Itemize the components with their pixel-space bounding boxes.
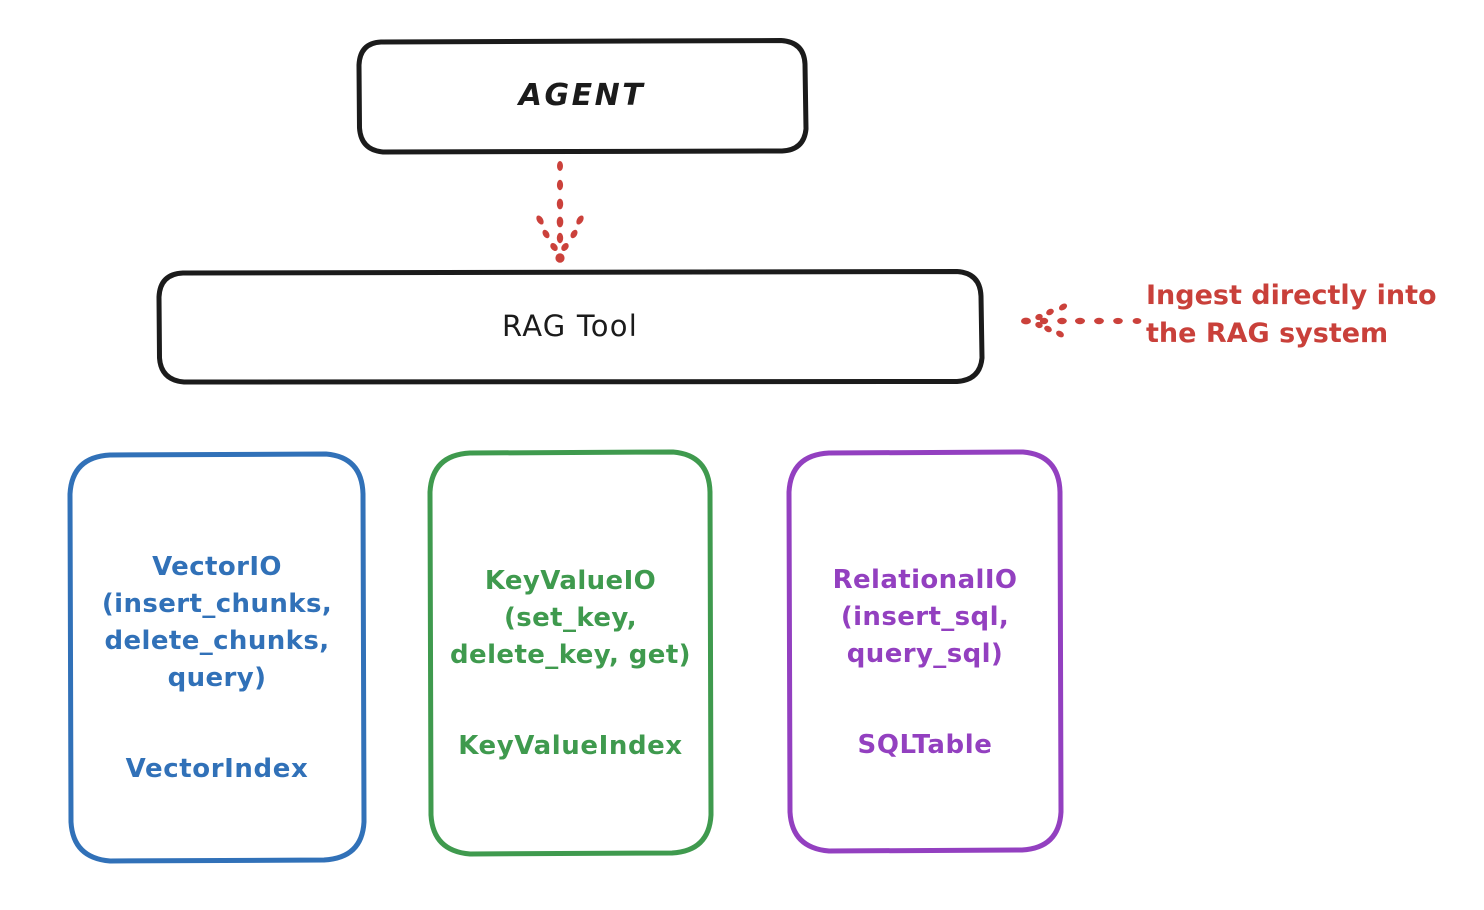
sql-table-label: SQLTable: [857, 729, 993, 760]
agent-node[interactable]: AGENT: [356, 38, 809, 155]
key-value-index-label: KeyValueIndex: [458, 731, 683, 762]
rag-tool-node[interactable]: RAG Tool: [156, 269, 985, 385]
key-value-io-spacer: [450, 674, 691, 708]
vector-io-spacer: [102, 697, 332, 731]
agent-to-rag-tool-arrow: [536, 161, 584, 263]
vector-index-label: VectorIndex: [125, 754, 309, 785]
agent-label: AGENT: [518, 77, 646, 113]
vector-io-api-label: VectorIO (insert_chunks, delete_chunks, …: [101, 552, 333, 693]
ingest-annotation-text: Ingest directly into the RAG system: [1146, 280, 1437, 350]
relational-io-spacer: [833, 672, 1018, 706]
vector-io-label: VectorIO (insert_chunks, delete_chunks, …: [102, 528, 332, 787]
key-value-io-api-label: KeyValueIO (set_key, delete_key, get): [450, 566, 691, 671]
relational-io-label: RelationalIO (insert_sql, query_sql) SQL…: [833, 540, 1018, 762]
rag-tool-label: RAG Tool: [502, 309, 638, 344]
key-value-io-label: KeyValueIO (set_key, delete_key, get) Ke…: [450, 542, 691, 764]
ingest-to-rag-tool-arrow: [1021, 303, 1142, 338]
relational-io-api-label: RelationalIO (insert_sql, query_sql): [832, 564, 1018, 669]
relational-io-node[interactable]: RelationalIO (insert_sql, query_sql) SQL…: [786, 449, 1064, 854]
key-value-io-node[interactable]: KeyValueIO (set_key, delete_key, get) Ke…: [427, 449, 714, 857]
vector-io-node[interactable]: VectorIO (insert_chunks, delete_chunks, …: [67, 451, 367, 864]
